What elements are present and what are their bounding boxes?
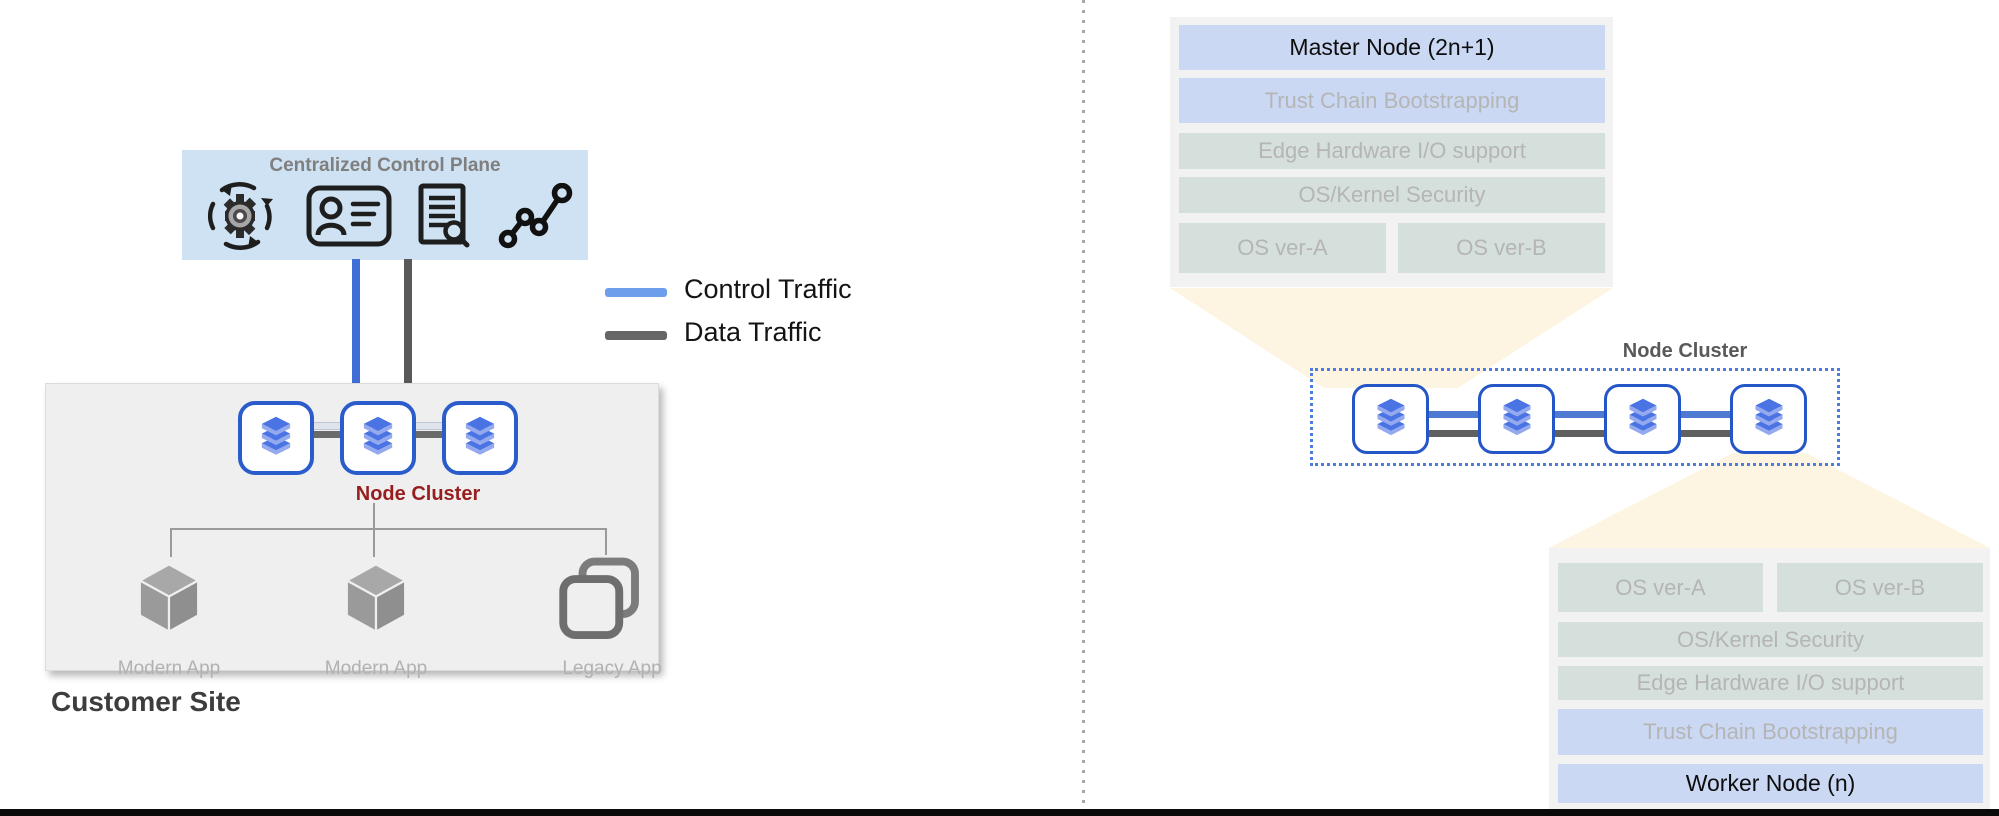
control-plane-title: Centralized Control Plane — [269, 155, 501, 176]
tree-line — [373, 530, 375, 557]
cluster-link-data — [1551, 430, 1608, 437]
master-edge-row: Edge Hardware I/O support — [1179, 133, 1605, 169]
master-os-ver-a: OS ver-A — [1179, 223, 1386, 273]
cluster-link-light — [410, 422, 448, 430]
worker-trust-row: Trust Chain Bootstrapping — [1558, 709, 1983, 755]
cluster-link-control — [1551, 411, 1608, 418]
cluster-node — [1478, 384, 1555, 454]
stacked-layers-icon — [363, 416, 393, 455]
stacked-layers-icon — [1628, 398, 1657, 436]
customer-site-label: Customer Site — [51, 686, 241, 717]
master-node-row: Master Node (2n+1) — [1179, 25, 1605, 70]
customer-cluster-label: Node Cluster — [355, 483, 481, 505]
id-card-icon — [306, 185, 392, 247]
cluster-node — [442, 401, 518, 475]
document-search-icon — [418, 183, 470, 248]
bottom-edge-line — [0, 809, 1999, 816]
cluster-node — [1730, 384, 1807, 454]
cluster-node — [340, 401, 416, 475]
right-cluster-label: Node Cluster — [1622, 340, 1748, 362]
cluster-link-dark — [308, 431, 346, 438]
master-os-ver-b: OS ver-B — [1398, 223, 1605, 273]
worker-beam — [1549, 453, 1990, 548]
legend-control-label: Control Traffic — [684, 274, 852, 304]
cluster-node — [238, 401, 314, 475]
worker-os-ver-b: OS ver-B — [1777, 563, 1983, 612]
cluster-link-data — [1425, 430, 1482, 437]
tree-line — [373, 503, 375, 528]
cube-icon — [344, 563, 408, 634]
app-label: Modern App — [117, 658, 221, 679]
stacked-layers-icon — [1754, 398, 1783, 436]
worker-node-row: Worker Node (n) — [1558, 764, 1983, 803]
cluster-link-dark — [410, 431, 448, 438]
worker-os-kernel-row: OS/Kernel Security — [1558, 622, 1983, 657]
control-traffic-line — [352, 259, 360, 385]
stacked-layers-icon — [1502, 398, 1531, 436]
cluster-link-control — [1677, 411, 1734, 418]
cluster-link-light — [308, 422, 346, 430]
tree-line — [605, 530, 607, 555]
tree-line — [170, 530, 172, 557]
tree-line — [170, 528, 607, 530]
overlapping-squares-icon — [559, 557, 639, 639]
cluster-link-data — [1677, 430, 1734, 437]
stacked-layers-icon — [1376, 398, 1405, 436]
master-os-kernel-row: OS/Kernel Security — [1179, 177, 1605, 213]
master-beam — [1170, 288, 1613, 388]
app-label: Modern App — [324, 658, 428, 679]
dotted-separator — [1082, 0, 1085, 816]
cluster-node — [1604, 384, 1681, 454]
legend-data-swatch — [605, 331, 667, 340]
sync-gear-icon — [207, 182, 273, 250]
analytics-graph-icon — [498, 183, 573, 249]
right-cluster-box — [1310, 368, 1840, 466]
worker-edge-row: Edge Hardware I/O support — [1558, 666, 1983, 700]
stacked-layers-icon — [465, 416, 495, 455]
worker-os-ver-a: OS ver-A — [1558, 563, 1763, 612]
master-trust-row: Trust Chain Bootstrapping — [1179, 78, 1605, 123]
legend-data-label: Data Traffic — [684, 317, 822, 347]
cluster-node — [1352, 384, 1429, 454]
cluster-link-control — [1425, 411, 1482, 418]
control-plane-icons — [192, 178, 582, 254]
data-traffic-line — [404, 259, 412, 385]
cube-icon — [137, 563, 201, 634]
legend-control-swatch — [605, 288, 667, 297]
stacked-layers-icon — [261, 416, 291, 455]
app-label: Legacy App — [562, 658, 662, 679]
